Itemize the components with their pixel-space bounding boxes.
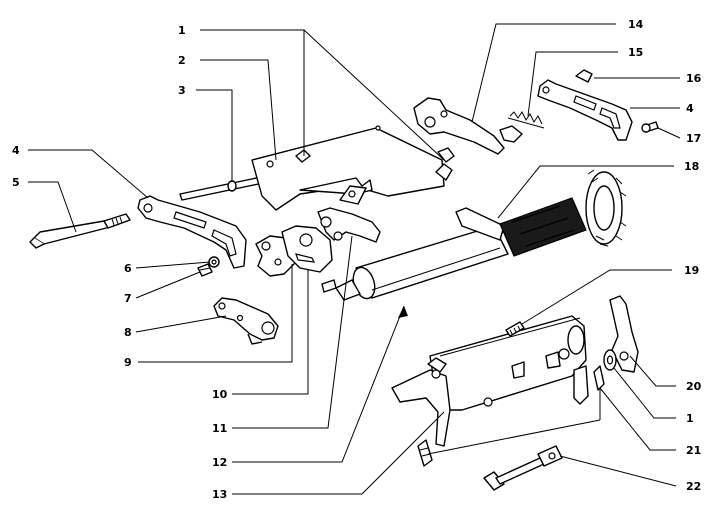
- callout-12: 12: [212, 456, 227, 469]
- part-14-latch: [413, 97, 523, 155]
- part-16-clip: [575, 69, 593, 83]
- part-15-spring: [507, 111, 545, 129]
- part-3-rod: [179, 175, 269, 201]
- callout-14: 14: [628, 18, 644, 31]
- callout-3: 3: [178, 84, 186, 97]
- part-1-washer-bottom: [603, 349, 617, 371]
- part-12-roller: [321, 225, 509, 301]
- part-10-cam-plate: [281, 225, 333, 273]
- part-4-lever-left: [137, 195, 247, 269]
- callout-20: 20: [686, 380, 702, 393]
- callout-9: 9: [124, 356, 132, 369]
- callout-labels: 1 2 3 4 5 6 7 8 9 10 11 12 13 14 15 16 4…: [12, 18, 702, 501]
- part-8-link-plate: [213, 297, 279, 345]
- part-13-housing: [391, 315, 589, 447]
- callout-22: 22: [686, 480, 701, 493]
- callout-21: 21: [686, 444, 701, 457]
- callout-11: 11: [212, 422, 227, 435]
- part-20-pawl: [609, 295, 639, 373]
- part-4-lever-right: [537, 79, 633, 141]
- callout-1-top: 1: [178, 24, 186, 37]
- part-5-shaft: [29, 213, 131, 249]
- callout-4-right: 4: [686, 102, 694, 115]
- callout-2: 2: [178, 54, 186, 67]
- callout-16: 16: [686, 72, 702, 85]
- callout-15: 15: [628, 46, 643, 59]
- part-18-drive-gear: [455, 169, 627, 257]
- part-7-screw: [197, 263, 213, 277]
- part-1-clip-top: [295, 147, 455, 181]
- leader-lines: [28, 23, 681, 495]
- callout-13: 13: [212, 488, 227, 501]
- part-17-screw: [641, 121, 659, 133]
- part-2-frame-plate: [251, 125, 445, 211]
- callout-18: 18: [684, 160, 699, 173]
- part-9-bracket: [255, 235, 297, 277]
- callout-1-bottom: 1: [686, 412, 694, 425]
- part-6-nut: [208, 256, 220, 268]
- callout-5: 5: [12, 176, 20, 189]
- part-22-adjuster: [483, 445, 563, 491]
- callout-17: 17: [686, 132, 701, 145]
- callout-6: 6: [124, 262, 132, 275]
- callout-4-left: 4: [12, 144, 20, 157]
- part-11-lever: [317, 207, 381, 243]
- callout-7: 7: [124, 292, 132, 305]
- callout-19: 19: [684, 264, 699, 277]
- part-19-screw: [505, 321, 525, 337]
- part-21-spring: [417, 365, 605, 467]
- callout-8: 8: [124, 326, 132, 339]
- callout-10: 10: [212, 388, 228, 401]
